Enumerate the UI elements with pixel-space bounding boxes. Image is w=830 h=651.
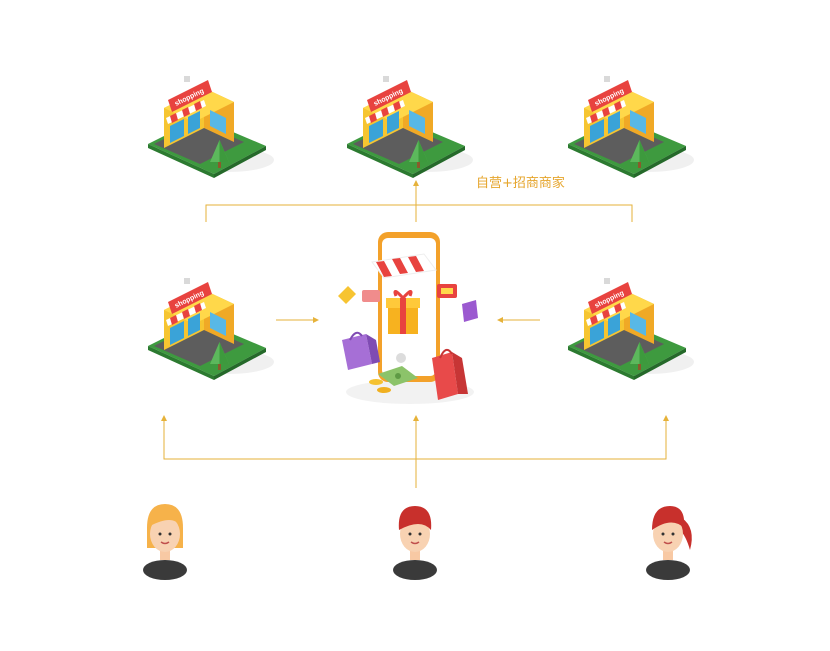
arrowhead-right <box>497 317 503 323</box>
shopping-bag-icon <box>432 348 468 400</box>
store-icon <box>148 76 274 178</box>
arrowhead-bottom-center <box>413 415 419 421</box>
arrowheads <box>161 180 669 421</box>
cash-icon <box>369 366 418 393</box>
store-icon <box>148 278 274 380</box>
store-mid-right <box>568 278 694 380</box>
smartphone-shop-icon <box>338 232 478 404</box>
store-top-left <box>148 76 274 178</box>
customer-right <box>645 506 692 581</box>
connectors <box>163 183 667 488</box>
store-icon <box>568 278 694 380</box>
arrowhead-left <box>313 317 319 323</box>
merchant-label: 自营+招商商家 <box>476 176 565 191</box>
arrowhead-top-center <box>413 180 419 186</box>
shopping-bag-icon <box>342 331 380 370</box>
store-mid-left <box>148 278 274 380</box>
store-top-right <box>568 76 694 178</box>
customer-center <box>392 506 438 581</box>
store-icon <box>568 76 694 178</box>
arrowhead-bottom-right <box>663 415 669 421</box>
arrowhead-bottom-left <box>161 415 167 421</box>
store-icon <box>347 76 473 178</box>
gift-icon <box>386 290 420 334</box>
top-bracket-line <box>205 204 633 222</box>
store-top-center <box>347 76 473 178</box>
bottom-bracket-line <box>163 418 667 460</box>
customer-left <box>142 504 188 581</box>
